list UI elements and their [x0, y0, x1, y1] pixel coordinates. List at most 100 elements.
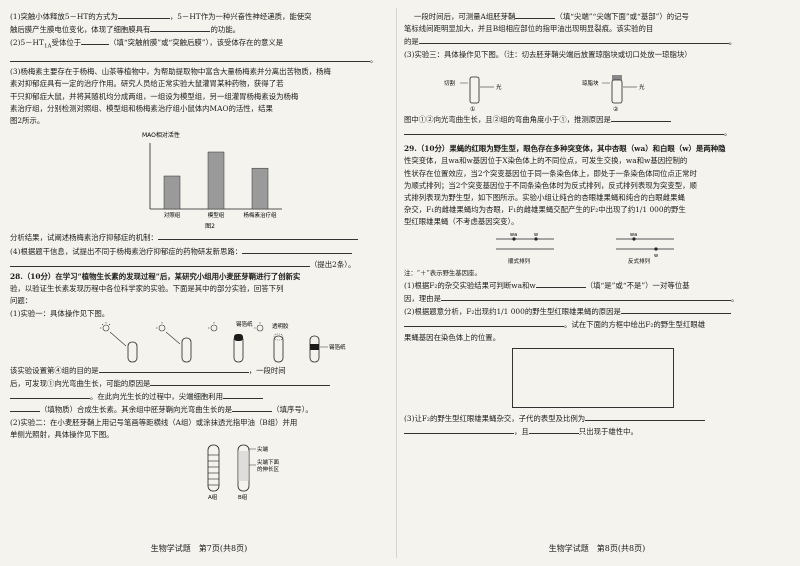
q29-intro: 29.（10分）果蝇的红眼为野生型，眼色存在多种突变体，其中杏眼（wa）和白眼（…: [404, 144, 726, 227]
tape-label: 透明胶: [272, 322, 289, 330]
q28-intro: 28.（10分）在学习“植物生长素的发现过程”后，某研究小组用小麦胚芽鞘进行了创…: [10, 271, 301, 306]
q27-part2: (2)5－HT1A受体位于（填“突触前膜”或“突触后膜”），该受体存在的意义是 …: [10, 36, 378, 65]
answer-blank[interactable]: [117, 10, 170, 19]
answer-blank[interactable]: [515, 10, 556, 19]
foil-band: [310, 343, 319, 350]
answer-blank[interactable]: [610, 113, 671, 122]
agar-label: 琼脂块: [582, 79, 599, 87]
chart-ylabel: MAO相对活性: [142, 131, 180, 139]
bar-2: [251, 168, 269, 210]
answer-blank[interactable]: [440, 292, 731, 302]
bar-0: [163, 176, 181, 210]
chart-bars: [163, 152, 269, 210]
sun-icon: [254, 321, 264, 332]
answer-blank[interactable]: [98, 364, 249, 373]
answer-blank[interactable]: [404, 318, 564, 328]
wa-label-2: wa: [630, 232, 637, 238]
marker-diagram: 尖端 尖端下面 的伸长区 A组 B组: [207, 444, 280, 501]
coleoptile-4: [273, 335, 284, 363]
page-gutter: [396, 8, 397, 558]
q28-exp2-continued: 一段时间后，可测量A组胚芽鞘（填“尖端”“尖端下面”或“基部”）的记号 笔标线间…: [404, 10, 737, 47]
answer-blank[interactable]: [528, 425, 579, 435]
cis-trans-diagram: wa w 顺式排列 wa w 反式排列: [404, 229, 790, 267]
wa-label: wa: [510, 232, 517, 238]
cut-label: 切割: [444, 79, 456, 87]
q28-exp3-text: 图中①②向光弯曲生长，且②组的弯曲角度小于①，推测原因是 。: [404, 113, 732, 138]
circle-2-label: ②: [613, 106, 619, 113]
chart-x-ticks: 对照组 模型组 杨梅素治疗组: [164, 211, 277, 219]
drawing-answer-box[interactable]: [512, 347, 674, 408]
group-a-label: A组: [208, 493, 218, 501]
q28-exp1-title: (1)实验一：具体操作见下图。: [10, 308, 110, 318]
answer-blank[interactable]: [81, 36, 110, 46]
answer-blank[interactable]: [535, 279, 586, 288]
q27-part4: (4)根据题干信息，试提出不同于杨梅素治疗抑郁症的药物研发新思路： （提出2条）…: [10, 245, 356, 269]
page-7-footer: 生物学试题 第7页(共8页): [150, 544, 248, 553]
q28-exp3-title: (3)实验三：具体操作见下图。（注：切去胚芽鞘尖端后放置琼脂块或切口处放一琼脂块…: [404, 49, 692, 59]
sun-icon: [208, 321, 218, 332]
answer-blank[interactable]: [10, 258, 310, 267]
answer-blank[interactable]: [10, 390, 90, 400]
q29-part3: (3)让F₂的野生型红眼雄果蝇杂交，子代的表型及比例为 ，且只出现于雄性中。: [404, 412, 790, 438]
chromosome-diagram: wa w 顺式排列 wa w 反式排列: [496, 232, 674, 265]
x-tick-label: 对照组: [164, 211, 181, 219]
answer-blank[interactable]: [418, 35, 729, 45]
q29-part1: (1)根据F₂的杂交实验结果可判断wa和w（填“是”或“不是”）一对等位基 因，…: [404, 279, 739, 304]
answer-blank[interactable]: [10, 403, 40, 413]
foil-cap: [234, 333, 243, 341]
locus: [654, 247, 658, 251]
light-label-2: 光: [639, 83, 645, 91]
page-7: (1)突触小体释放5－HT的方式为，5－HT作为一种兴奋性神经递质，能使突 触后…: [10, 10, 388, 558]
answer-blank[interactable]: [585, 412, 706, 421]
foil-label: 锡箔纸: [236, 320, 253, 328]
q28-exp2-text: (2)实验二：在小麦胚芽鞘上用记号笔画等距横线（A组）或涂抹透光指甲油（B组）并…: [10, 417, 298, 439]
locus: [632, 237, 636, 241]
cut-coleoptile: [469, 76, 480, 104]
answer-blank[interactable]: [404, 425, 514, 435]
mao-activity-chart: MAO相对活性 对照组模型组杨梅素治疗组 图2: [10, 127, 388, 231]
x-tick-label: 杨梅素治疗组: [243, 211, 277, 219]
below-tip-label: 尖端下面: [257, 458, 280, 466]
q28-exp1-text: 该实验设置第④组的目的是，一段时间 后，可发现①向光弯曲生长，可能的原因是 。在…: [10, 364, 388, 417]
sun-icon: [156, 321, 166, 332]
circle-1-label: ①: [470, 106, 475, 113]
answer-blank[interactable]: [620, 305, 731, 315]
answer-blank[interactable]: [232, 403, 273, 413]
q29-part2: (2)根据题意分析，F₂出现约1/1 000的野生型红眼雄果蝇的原因是 。试在下…: [404, 305, 790, 344]
coleoptile-diagram: 锡箔纸 透明胶 锡箔纸: [100, 320, 346, 363]
locus: [534, 237, 538, 241]
bar-chart: MAO相对活性 对照组模型组杨梅素治疗组 图2: [142, 131, 282, 230]
agar-coleoptile: [611, 79, 623, 104]
q27-part3: (3)杨梅素主要存在于杨梅、山茶等植物中，为帮助提取物中富含大量杨梅素并分离出苦…: [10, 67, 331, 126]
q27-part1: (1)突触小体释放5－HT的方式为，5－HT作为一种兴奋性神经递质，能使突 触后…: [10, 10, 312, 35]
answer-blank[interactable]: [150, 23, 211, 33]
answer-blank[interactable]: [10, 53, 370, 63]
answer-blank[interactable]: [157, 231, 358, 241]
group-b-label: B组: [238, 493, 248, 501]
x-tick-label: 模型组: [208, 211, 225, 219]
diagram-note: 注：“＋”表示野生基因座。: [404, 268, 481, 277]
answer-blank[interactable]: [404, 126, 724, 136]
light-arrow: [165, 331, 181, 344]
w-label: w: [534, 232, 538, 238]
light-label-1: 光: [496, 83, 502, 91]
nail-polish-coat: [238, 450, 249, 481]
agar-block: [612, 74, 622, 80]
cis-label: 顺式排列: [508, 257, 531, 265]
foil-label-2: 锡箔纸: [329, 343, 346, 351]
elongation-label: 的伸长区: [257, 465, 280, 473]
answer-blank[interactable]: [150, 377, 331, 386]
coleoptile-1: [127, 341, 138, 363]
experiment-3-figure: 切割 光 ① 琼脂块 光 ②: [404, 61, 790, 113]
answer-blank[interactable]: [223, 390, 264, 400]
coleoptile-2: [181, 337, 192, 363]
bar-1: [207, 152, 225, 210]
trans-label: 反式排列: [628, 257, 651, 265]
light-arrow: [109, 331, 127, 346]
coleoptile-a: [207, 444, 220, 492]
sun-icon: [100, 321, 111, 332]
agar-block-diagram: 切割 光 ① 琼脂块 光 ②: [444, 74, 645, 113]
answer-blank[interactable]: [242, 245, 353, 254]
locus: [512, 237, 516, 241]
